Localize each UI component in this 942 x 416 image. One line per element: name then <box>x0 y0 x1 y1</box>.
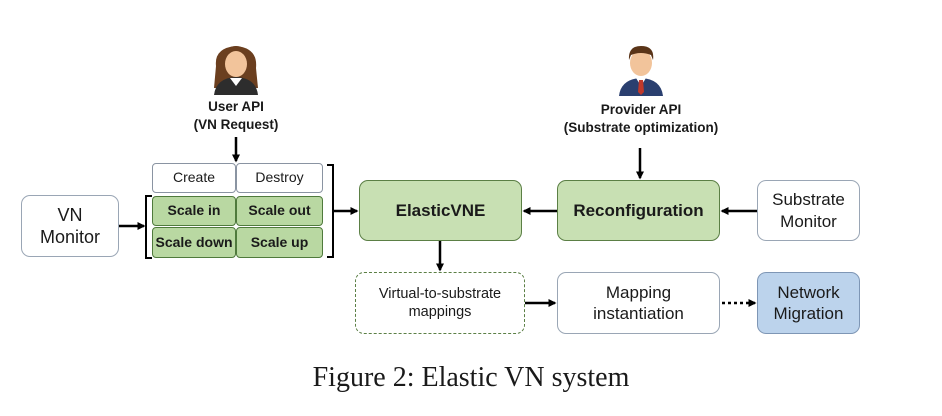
substrate-monitor-line2: Monitor <box>780 211 837 231</box>
mappings-line1: Virtual-to-substrate <box>378 285 502 302</box>
substrate-monitor-box: Substrate Monitor <box>757 180 860 241</box>
provider-api-title: Provider API <box>600 102 682 117</box>
vn-monitor-line1: VN <box>57 204 83 225</box>
scale-in-cell: Scale in <box>152 196 236 226</box>
right-bracket <box>327 164 334 258</box>
user-api-title: User API <box>208 99 264 114</box>
instantiation-box: Mapping instantiation <box>557 272 720 334</box>
migration-line1: Network <box>777 282 840 302</box>
vn-monitor-box: VN Monitor <box>21 195 119 257</box>
destroy-cell: Destroy <box>236 163 323 193</box>
scale-up-cell: Scale up <box>236 227 323 258</box>
instantiation-line1: Mapping <box>605 282 672 302</box>
mappings-line2: mappings <box>408 304 472 320</box>
male-user-icon <box>619 46 663 96</box>
instantiation-line2: instantiation <box>593 304 684 323</box>
substrate-monitor-line1: Substrate <box>772 190 845 210</box>
provider-api-label: Provider API (Substrate optimization) <box>550 101 732 137</box>
left-bracket <box>145 195 152 259</box>
reconfiguration-box: Reconfiguration <box>557 180 720 241</box>
migration-line2: Migration <box>773 304 844 323</box>
elasticvne-box: ElasticVNE <box>359 180 522 241</box>
user-api-subtitle: (VN Request) <box>193 117 279 133</box>
figure-caption: Figure 2: Elastic VN system <box>312 362 630 393</box>
mappings-box: Virtual-to-substrate mappings <box>355 272 525 334</box>
scale-down-cell: Scale down <box>152 227 236 258</box>
provider-api-subtitle: (Substrate optimization) <box>563 120 719 136</box>
vn-monitor-line2: Monitor <box>39 227 101 247</box>
user-api-label: User API (VN Request) <box>176 98 296 134</box>
scale-out-cell: Scale out <box>236 196 323 226</box>
network-migration-box: Network Migration <box>757 272 860 334</box>
female-user-icon <box>214 46 258 95</box>
create-cell: Create <box>152 163 236 193</box>
